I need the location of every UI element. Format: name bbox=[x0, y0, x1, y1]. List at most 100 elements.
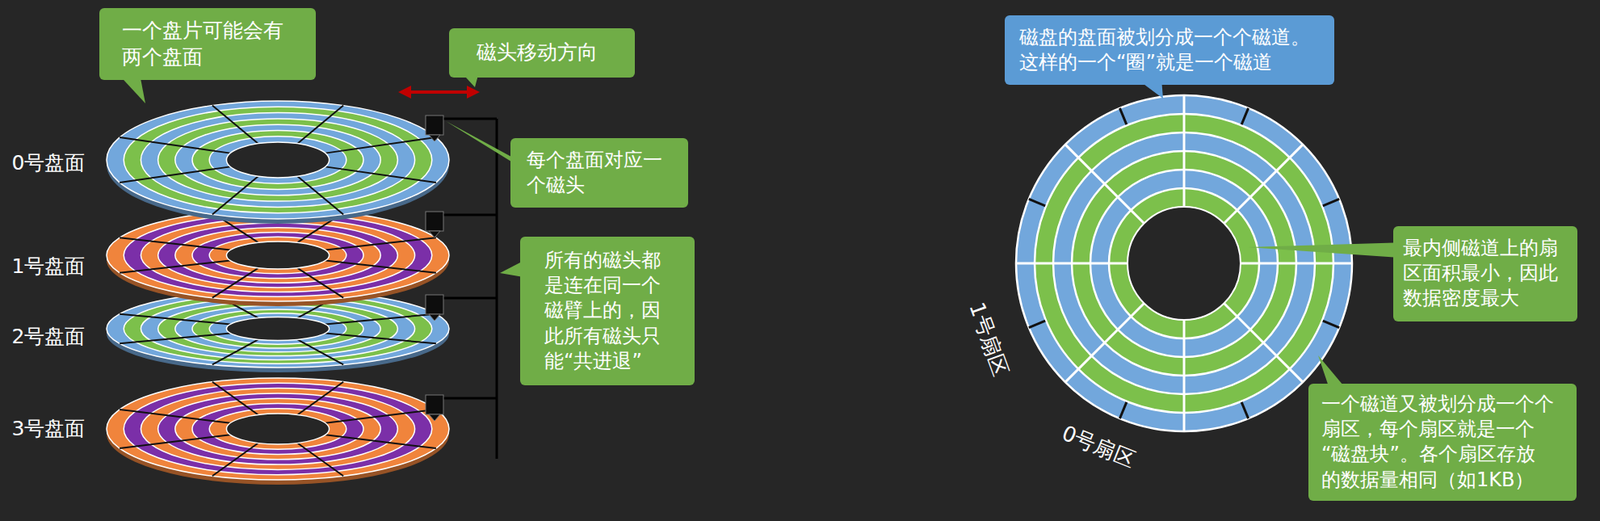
callout-box: 最内侧磁道上的扇 区面积最小，因此 数据密度最大 bbox=[1393, 226, 1578, 322]
callout-box: 一个盘片可能会有 两个盘面 bbox=[99, 8, 316, 80]
track-ring bbox=[158, 118, 399, 202]
track-ring bbox=[158, 393, 399, 465]
callout-text: 一个磁道又被划分成一个个 扇区，每个扇区就是一个 “磁盘块”。各个扇区存放 的数… bbox=[1321, 391, 1564, 493]
sector-tick bbox=[1028, 198, 1046, 206]
sector-line bbox=[119, 333, 231, 345]
arm-branch bbox=[442, 397, 497, 400]
sector-line bbox=[325, 237, 437, 250]
sector-line bbox=[119, 434, 231, 449]
callout-text: 最内侧磁道上的扇 区面积最小，因此 数据密度最大 bbox=[1402, 235, 1568, 312]
platter-hole bbox=[226, 317, 329, 341]
sector-line bbox=[297, 442, 344, 476]
callout-pointer bbox=[122, 79, 146, 104]
callout-box: 每个盘面对应一 个磁头 bbox=[510, 138, 689, 208]
track-ring bbox=[175, 305, 381, 353]
sector-line bbox=[325, 314, 437, 325]
sector-line bbox=[119, 137, 231, 154]
track-ring bbox=[192, 130, 364, 190]
callout-box: 磁头移动方向 bbox=[449, 28, 635, 78]
sector-tick bbox=[1028, 320, 1046, 328]
sector-line bbox=[1065, 302, 1145, 383]
callout-pointer bbox=[1247, 242, 1395, 257]
disk-platter bbox=[106, 377, 450, 485]
surface-label: 0号盘面 bbox=[12, 151, 86, 176]
read-head-tip bbox=[428, 314, 441, 321]
callout-pointer bbox=[1318, 355, 1343, 385]
track-ring bbox=[158, 222, 399, 288]
sector-line bbox=[119, 166, 231, 183]
callout-pointer bbox=[499, 261, 521, 277]
platter-hole bbox=[226, 241, 329, 269]
callout-pointer bbox=[465, 76, 479, 89]
sector-line bbox=[297, 382, 344, 416]
sector-line bbox=[325, 260, 437, 273]
track-ring bbox=[209, 313, 347, 345]
surface-label: 2号盘面 bbox=[12, 324, 86, 349]
sector-tick bbox=[1119, 108, 1126, 125]
track-ring bbox=[123, 382, 433, 475]
sector-tick bbox=[1241, 108, 1248, 125]
sector-line bbox=[325, 434, 437, 449]
sector-line bbox=[1240, 262, 1353, 265]
sector-tick bbox=[1241, 402, 1248, 419]
track-ring bbox=[106, 100, 450, 219]
sector-line bbox=[119, 237, 231, 250]
sector-line bbox=[325, 166, 437, 183]
sector-line bbox=[325, 333, 437, 345]
surface-label: 1号盘面 bbox=[12, 254, 86, 279]
track-ring bbox=[175, 227, 381, 283]
read-head-tip bbox=[428, 414, 441, 421]
sector-line bbox=[212, 382, 259, 416]
track-ring bbox=[140, 113, 415, 208]
track-ring bbox=[140, 298, 415, 361]
move-direction-arrow bbox=[398, 85, 480, 99]
callout-pointer bbox=[1144, 83, 1164, 99]
callout-box: 所有的磁头都 是连在同一个 磁臂上的，因 此所有磁头只 能“共进退” bbox=[520, 236, 695, 386]
track-ring bbox=[175, 124, 381, 196]
track-ring bbox=[140, 388, 415, 471]
sector-label: 1号扇区 bbox=[963, 298, 1014, 380]
sector-line bbox=[297, 105, 344, 144]
track-ring bbox=[209, 236, 347, 274]
callout-text: 每个盘面对应一 个磁头 bbox=[526, 147, 672, 198]
sector-label: 0号扇区 bbox=[1058, 420, 1139, 473]
read-head-tip bbox=[428, 230, 441, 238]
arrow-head bbox=[466, 85, 480, 99]
sector-line bbox=[212, 105, 259, 144]
disk-hole bbox=[1127, 206, 1241, 320]
sector-tick bbox=[1322, 320, 1340, 328]
sector-line bbox=[212, 176, 259, 215]
platter-hole bbox=[226, 413, 329, 445]
arm-branch bbox=[442, 117, 497, 121]
sector-line bbox=[1183, 95, 1186, 207]
read-head bbox=[425, 294, 444, 315]
read-head bbox=[425, 394, 444, 415]
surface-label: 3号盘面 bbox=[12, 416, 86, 441]
track-ring bbox=[123, 214, 433, 298]
sector-line bbox=[119, 409, 231, 424]
sector-line bbox=[1223, 302, 1303, 383]
arrow-head bbox=[398, 85, 412, 99]
disk-platter bbox=[106, 100, 450, 224]
sector-line bbox=[119, 260, 231, 273]
sector-line bbox=[1183, 319, 1186, 432]
read-head-tip bbox=[428, 134, 441, 142]
arm-bar bbox=[495, 118, 499, 459]
track-ring bbox=[192, 232, 364, 279]
track-ring bbox=[209, 136, 347, 184]
sector-line bbox=[1065, 144, 1145, 224]
read-head bbox=[425, 115, 444, 135]
callout-box: 磁盘的盘面被划分成一个个磁道。 这样的一个“圈”就是一个磁道 bbox=[1004, 15, 1335, 85]
callout-pointer bbox=[445, 121, 512, 162]
sector-tick bbox=[1322, 198, 1340, 206]
sector-line bbox=[325, 409, 437, 424]
sector-line bbox=[297, 339, 344, 365]
sector-line bbox=[212, 339, 259, 365]
track-ring bbox=[123, 106, 433, 213]
track-ring bbox=[140, 218, 415, 292]
sector-line bbox=[297, 268, 344, 299]
sector-line bbox=[297, 176, 344, 215]
callout-text: 一个盘片可能会有 两个盘面 bbox=[121, 17, 294, 71]
